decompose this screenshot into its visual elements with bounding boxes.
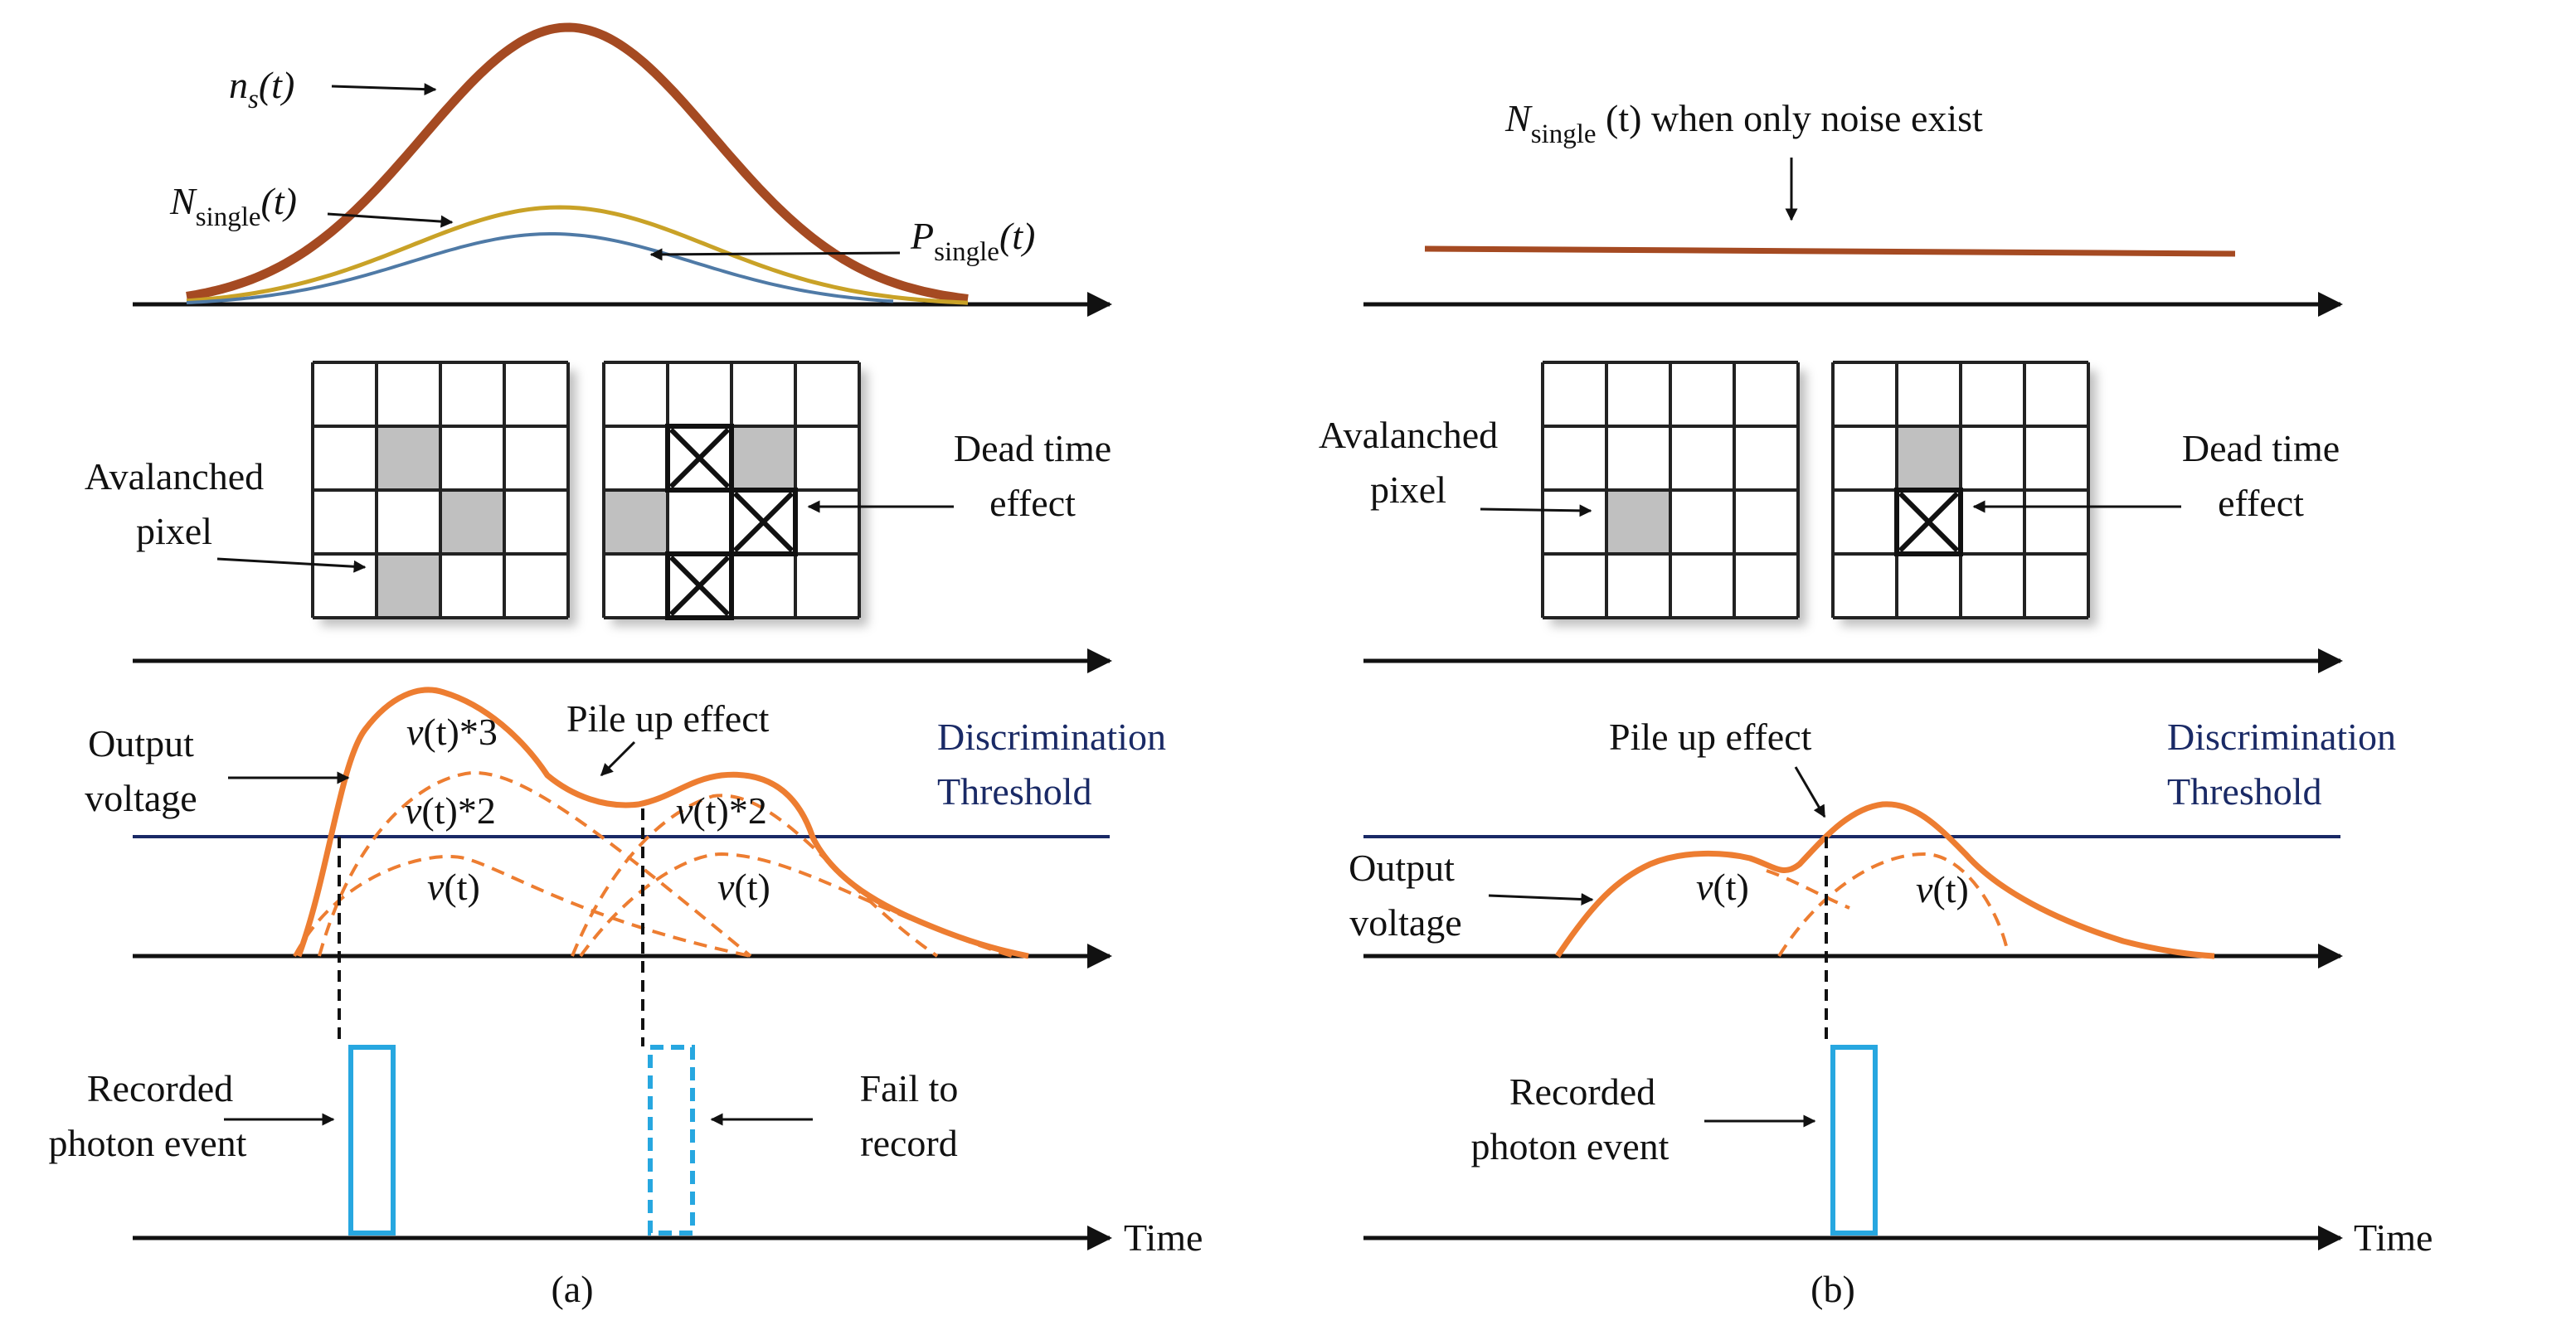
pileup-label: Pile up effect — [566, 697, 770, 740]
dead-time-cross — [1894, 488, 1963, 556]
pixel-grid-a-right — [602, 361, 861, 620]
threshold-label-2: Threshold — [937, 770, 1092, 813]
v2-label: v(t)*2 — [405, 789, 496, 832]
avalanched-label-2: pixel — [136, 510, 212, 552]
output-voltage-label: Output — [88, 722, 194, 765]
recorded-event-box-b — [1830, 1045, 1878, 1235]
pileup-arrow-b — [1794, 766, 1826, 818]
threshold-label-b-2: Threshold — [2167, 770, 2322, 813]
pulse-b-tail — [1766, 869, 1850, 910]
psingle-curve — [186, 232, 894, 304]
dead-time-label-b-2: effect — [2218, 482, 2304, 524]
psingle-label: Psingle(t) — [910, 215, 1035, 267]
avalanched-cell — [377, 554, 440, 618]
output-voltage-b — [1555, 801, 2215, 959]
output-voltage-label-b-2: voltage — [1349, 901, 1461, 944]
avalanched-cell — [604, 490, 668, 554]
nsingle-curve — [186, 205, 969, 305]
dead-time-label-2: effect — [989, 482, 1076, 524]
pileup-label-b: Pile up effect — [1609, 716, 1812, 758]
noise-level-line — [1424, 245, 2236, 257]
avalanched-arrow — [216, 557, 367, 573]
caption-a: (a) — [551, 1268, 593, 1310]
output-voltage-label-b: Output — [1349, 847, 1455, 889]
avalanched-label: Avalanched — [85, 455, 264, 498]
recorded-event-box — [348, 1045, 396, 1235]
v1-label: v(t) — [427, 866, 480, 908]
dead-time-label-b: Dead time — [2182, 427, 2340, 469]
output-voltage-a — [295, 687, 1029, 959]
pileup-arrow — [600, 740, 636, 777]
dead-time-label: Dead time — [954, 427, 1111, 469]
recorded-label-2: photon event — [49, 1122, 247, 1164]
panel-b: Nsingle (t) when only noise exist Avalan… — [1319, 97, 2433, 1310]
avalanched-cell — [1897, 426, 1961, 490]
failed-event-box — [648, 1045, 695, 1235]
noise-label: Nsingle (t) when only noise exist — [1504, 97, 1983, 149]
ns-arrow — [331, 83, 437, 96]
threshold-label: Discrimination — [937, 716, 1166, 758]
psingle-arrow — [649, 248, 901, 261]
avalanched-cell — [440, 490, 504, 554]
pixel-grid-a-left — [311, 361, 570, 619]
nsingle-arrow — [327, 212, 454, 228]
time-label-b: Time — [2354, 1216, 2433, 1259]
pulse-v2 — [318, 770, 752, 958]
ns-curve — [186, 22, 969, 303]
threshold-label-b: Discrimination — [2167, 716, 2396, 758]
time-label-a: Time — [1124, 1216, 1203, 1259]
pulse-v1 — [293, 854, 751, 958]
avalanched-cell — [377, 426, 440, 490]
v3-label: v(t)*3 — [406, 711, 498, 753]
fail-label-2: record — [860, 1122, 957, 1164]
pixel-grid-b-left — [1541, 361, 1800, 619]
output-voltage-arrow-b — [1488, 892, 1594, 905]
pixel-grid-b-right — [1831, 361, 2090, 619]
panel-a: ns(t) Nsingle(t) Psingle(t) Avalanched p… — [49, 22, 1203, 1310]
avalanched-label-b: Avalanched — [1319, 414, 1498, 456]
v2b-label: v(t)*2 — [676, 789, 767, 832]
fail-label: Fail to — [860, 1067, 959, 1109]
recorded-label-b: Recorded — [1509, 1070, 1655, 1113]
v1-label-b: v(t) — [1696, 866, 1749, 908]
pulse-b-v1b — [1777, 852, 2009, 958]
v1b-label: v(t) — [717, 866, 770, 908]
dead-time-cross — [665, 424, 734, 493]
avalanched-cell — [1606, 490, 1670, 554]
v1b-label-b: v(t) — [1916, 868, 1969, 910]
recorded-label: Recorded — [87, 1067, 233, 1109]
avalanched-cell — [731, 426, 795, 490]
recorded-label-b-2: photon event — [1471, 1125, 1670, 1168]
output-voltage-label-2: voltage — [85, 777, 197, 819]
dead-time-cross — [729, 488, 798, 556]
nsingle-label: Nsingle(t) — [169, 180, 297, 232]
ns-label: ns(t) — [229, 64, 294, 114]
caption-b: (b) — [1810, 1268, 1855, 1310]
dead-time-cross — [665, 551, 734, 620]
avalanched-arrow-b — [1480, 504, 1592, 517]
avalanched-label-b-2: pixel — [1370, 468, 1446, 511]
